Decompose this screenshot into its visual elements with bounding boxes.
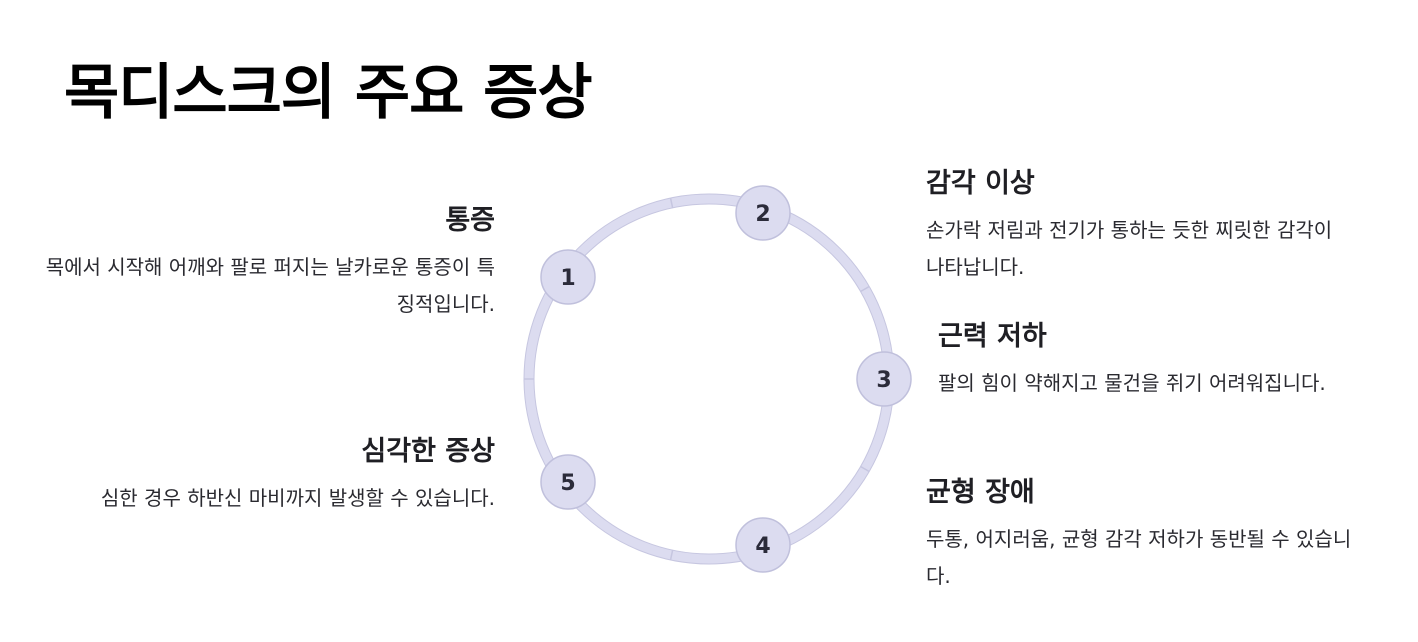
node-4: 4 xyxy=(735,517,791,573)
node-3-label: 3 xyxy=(876,368,891,393)
node-1-label: 1 xyxy=(560,266,575,291)
symptom-description: 심한 경우 하반신 마비까지 발생할 수 있습니다. xyxy=(100,486,495,510)
node-5: 5 xyxy=(540,454,596,510)
node-4-label: 4 xyxy=(755,534,770,559)
symptom-balance: 균형 장애 두통, 어지러움, 균형 감각 저하가 동반될 수 있습니다. xyxy=(926,470,1358,595)
symptom-heading: 근력 저하 xyxy=(938,321,1047,352)
symptom-description: 목에서 시작해 어깨와 팔로 퍼지는 날카로운 통증이 특징적입니다. xyxy=(45,255,495,316)
ring-tick xyxy=(669,550,674,561)
node-2: 2 xyxy=(735,185,791,241)
symptom-description: 손가락 저림과 전기가 통하는 듯한 찌릿한 감각이 나타납니다. xyxy=(926,218,1333,279)
ring-tick xyxy=(860,465,870,473)
symptom-heading: 균형 장애 xyxy=(926,477,1035,508)
symptom-sensory: 감각 이상 손가락 저림과 전기가 통하는 듯한 찌릿한 감각이 나타납니다. xyxy=(926,161,1356,286)
node-3: 3 xyxy=(856,351,912,407)
symptom-heading: 감각 이상 xyxy=(926,168,1035,199)
node-5-label: 5 xyxy=(560,471,575,496)
symptom-description: 두통, 어지러움, 균형 감각 저하가 동반될 수 있습니다. xyxy=(926,527,1352,588)
symptom-pain: 통증 목에서 시작해 어깨와 팔로 퍼지는 날카로운 통증이 특징적입니다. xyxy=(40,198,495,323)
symptom-severe: 심각한 증상 심한 경우 하반신 마비까지 발생할 수 있습니다. xyxy=(40,429,495,517)
ring-tick xyxy=(860,285,870,293)
node-2-label: 2 xyxy=(755,202,770,227)
page-title: 목디스크의 주요 증상 xyxy=(64,58,593,128)
symptom-heading: 심각한 증상 xyxy=(361,436,495,467)
ring-tick xyxy=(669,197,674,208)
symptom-weakness: 근력 저하 팔의 힘이 약해지고 물건을 쥐기 어려워집니다. xyxy=(938,314,1358,402)
symptom-description: 팔의 힘이 약해지고 물건을 쥐기 어려워집니다. xyxy=(938,371,1326,395)
symptom-heading: 통증 xyxy=(445,205,495,236)
node-1: 1 xyxy=(540,249,596,305)
